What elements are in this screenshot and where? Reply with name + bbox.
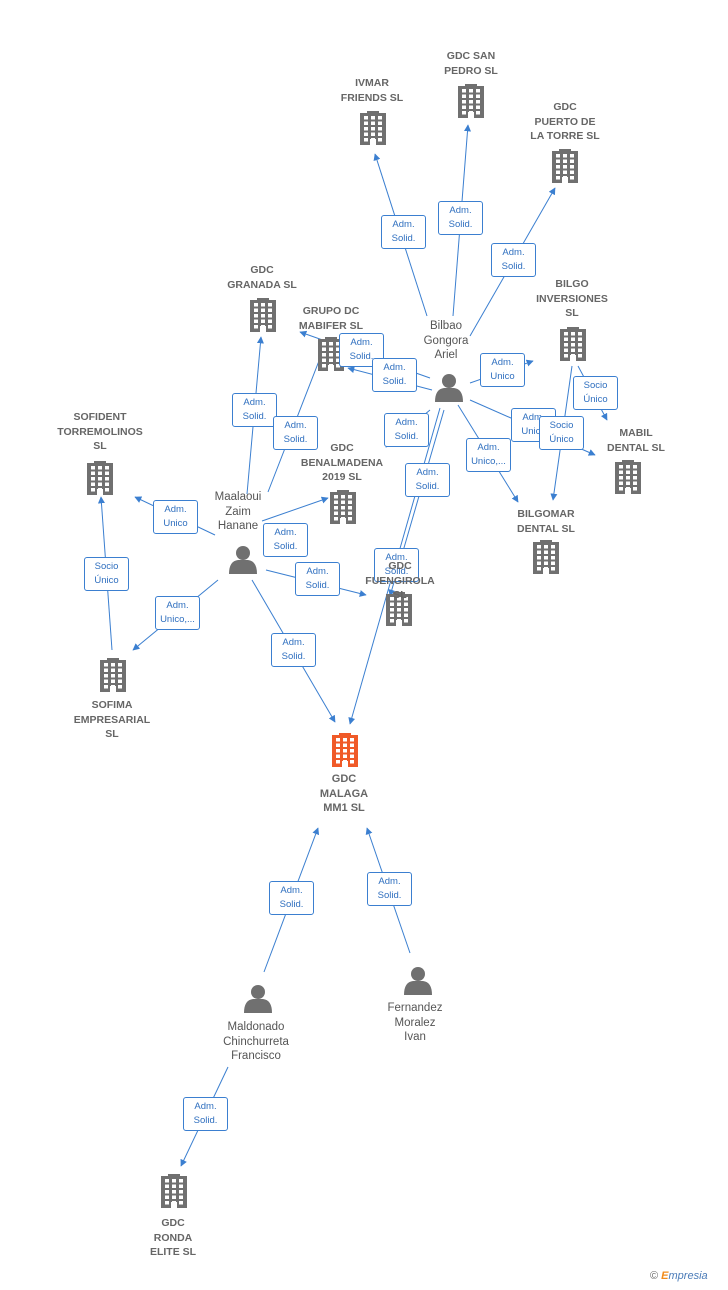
building-icon[interactable] [533,540,559,574]
company-name-sofident[interactable]: SOFIDENT TORREMOLINOS SL [57,411,143,452]
company-name-gdc-benalmadena[interactable]: GDC BENALMADENA 2019 SL [300,442,384,483]
person-name-bilbao[interactable]: Bilbao Gongora Ariel [423,320,469,361]
relation-label[interactable]: Socio Único [539,416,584,450]
relation-label[interactable]: Adm. Solid. [232,393,277,427]
company-name-gdc-puerto[interactable]: GDC PUERTO DE LA TORRE SL [530,101,600,142]
company-name-bilgo[interactable]: BILGO INVERSIONES SL [536,278,608,319]
brand-initial: E [661,1270,669,1282]
relation-label[interactable]: Adm. Solid. [271,633,316,667]
relation-label[interactable]: Socio Único [573,376,618,410]
relation-label[interactable]: Adm. Solid. [183,1097,228,1131]
building-icon[interactable] [458,84,484,118]
company-name-gdc-malaga[interactable]: GDC MALAGA MM1 SL [319,773,369,814]
copyright-symbol: © [650,1270,659,1282]
relation-label[interactable]: Socio Único [84,557,129,591]
person-name-fernandez[interactable]: Fernandez Moralez Ivan [387,1002,443,1043]
relation-label[interactable]: Adm. Unico [480,353,525,387]
relation-label[interactable]: Adm. Solid. [372,358,417,392]
brand-logo: © Empresia [650,1270,708,1282]
company-name-sofima[interactable]: SOFIMA EMPRESARIAL SL [73,699,151,740]
person-name-maalaoui[interactable]: Maalaoui Zaim Hanane [214,491,262,532]
relation-label[interactable]: Adm. Unico,... [155,596,200,630]
company-name-gdc-ronda[interactable]: GDC RONDA ELITE SL [149,1217,197,1258]
building-icon[interactable] [161,1174,187,1208]
relation-label[interactable]: Adm. Solid. [491,243,536,277]
relation-label[interactable]: Adm. Unico,... [466,438,511,472]
relation-label[interactable]: Adm. Solid. [263,523,308,557]
building-icon[interactable] [330,490,356,524]
building-icon[interactable] [386,592,412,626]
building-icon[interactable] [552,149,578,183]
building-icon[interactable] [87,461,113,495]
person-icon[interactable] [229,546,257,574]
relation-label[interactable]: Adm. Solid. [295,562,340,596]
relation-label[interactable]: Adm. Solid. [381,215,426,249]
company-name-gdc-fuengirola[interactable]: GDC FUENGIROLA SL [365,560,435,601]
relation-label[interactable]: Adm. Solid. [374,548,419,582]
building-icon[interactable] [360,111,386,145]
relation-label[interactable]: Adm. Solid. [273,416,318,450]
building-icon[interactable] [560,327,586,361]
relation-label[interactable]: Adm. Solid. [384,413,429,447]
main-company-building-icon[interactable] [332,733,358,767]
building-icon[interactable] [250,298,276,332]
company-name-bilgomar[interactable]: BILGOMAR DENTAL SL [517,508,575,535]
building-icon[interactable] [100,658,126,692]
brand-name: mpresia [668,1270,708,1282]
building-icon[interactable] [615,460,641,494]
person-icon[interactable] [244,985,272,1013]
relation-label[interactable]: Adm. Solid. [269,881,314,915]
company-name-grupo-dc[interactable]: GRUPO DC MABIFER SL [298,305,364,332]
relation-label[interactable]: Adm. Solid. [367,872,412,906]
company-name-gdc-granada[interactable]: GDC GRANADA SL [227,264,297,291]
relation-label[interactable]: Adm. Unico [153,500,198,534]
company-name-mabil[interactable]: MABIL DENTAL SL [607,427,665,454]
edge-maalaoui-gdc_benalmadena [261,496,329,522]
company-name-ivmar[interactable]: IVMAR FRIENDS SL [340,77,404,104]
person-icon[interactable] [404,967,432,995]
company-name-gdc-san-pedro[interactable]: GDC SAN PEDRO SL [444,50,498,77]
person-name-maldonado[interactable]: Maldonado Chinchurreta Francisco [223,1021,289,1062]
relation-label[interactable]: Adm. Solid. [438,201,483,235]
person-icon[interactable] [435,374,463,402]
relation-label[interactable]: Adm. Solid. [405,463,450,497]
